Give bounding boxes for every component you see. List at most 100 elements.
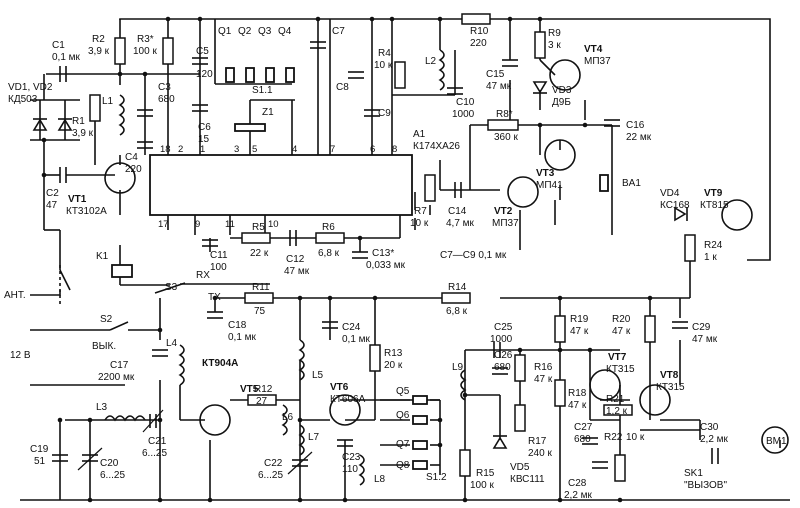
- label-vt9-ref: VT9: [704, 188, 723, 199]
- label-c18-val: 0,1 мк: [228, 332, 257, 343]
- label-r13-ref: R13: [384, 348, 403, 359]
- label-r14-val: 6,8 к: [446, 306, 468, 317]
- label-c28-ref: C28: [568, 478, 587, 489]
- label-r17-val: 240 к: [528, 448, 552, 459]
- ic-pin-1: 1: [200, 144, 205, 155]
- label-ba1: BA1: [622, 178, 641, 189]
- diode-vd4: [674, 206, 687, 222]
- label-c24-ref: C24: [342, 322, 361, 333]
- label-r16-val: 47 к: [534, 374, 553, 385]
- label-c11-val: 100: [210, 262, 227, 273]
- resistor-r3: [162, 37, 174, 65]
- label-c13-val: 0,033 мк: [366, 260, 406, 271]
- label-r11-val: 75: [254, 306, 266, 317]
- label-vd1-val: КД503: [8, 94, 38, 105]
- ic-pin-7: 7: [330, 144, 335, 155]
- label-vd3-val: Д9Б: [552, 97, 571, 108]
- relay-k1: [111, 264, 133, 278]
- switch-s2: [109, 321, 129, 331]
- label-r1-val: 3,9 к: [72, 128, 94, 139]
- label-r6-val: 6,8 к: [318, 248, 340, 259]
- wires-transmitter: [20, 245, 790, 501]
- label-c20-val: 6...25: [100, 470, 125, 481]
- crystal-q1: [225, 67, 235, 83]
- label-r15-val: 100 к: [470, 480, 494, 491]
- label-vt6-val: КТ606А: [330, 394, 366, 405]
- inductor-l9: [460, 369, 467, 401]
- ic-pin-2: 2: [178, 144, 183, 155]
- label-l4: L4: [166, 338, 178, 349]
- label-c7: C7: [332, 26, 345, 37]
- label-c23-ref: C23: [342, 452, 361, 463]
- inductor-l8: [358, 454, 365, 486]
- label-c4-val: 220: [125, 164, 142, 175]
- switch-s3: [154, 282, 186, 294]
- inductor-l3: [104, 415, 146, 422]
- label-vd4-val: КС168: [660, 200, 690, 211]
- label-r20-val: 47 к: [612, 326, 631, 337]
- microphone-bm1: [761, 426, 789, 454]
- inductors: [104, 49, 467, 486]
- label-c10-val: 1000: [452, 109, 475, 120]
- resistor-r19: [554, 315, 566, 343]
- label-vd4-ref: VD4: [660, 188, 680, 199]
- label-r2-val: 3,9 к: [88, 46, 110, 57]
- diode-vd2: [57, 118, 73, 131]
- label-vt8-val: КТ315: [656, 382, 685, 393]
- filter-z1: [234, 123, 266, 132]
- label-r13-val: 20 к: [384, 360, 403, 371]
- resistor-r14: [441, 292, 471, 304]
- label-r3-ref: R3*: [137, 34, 154, 45]
- label-r14-ref: R14: [448, 282, 467, 293]
- label-r15-ref: R15: [476, 468, 495, 479]
- label-r10-val: 220: [470, 38, 487, 49]
- transistor-vt4: [549, 59, 581, 91]
- label-c6-val: 15: [198, 134, 210, 145]
- label-c29-val: 47 мк: [692, 334, 718, 345]
- label-r8-ref: R8*: [496, 109, 513, 120]
- resistor-r6: [315, 232, 345, 244]
- label-vt2-val: МП37: [492, 218, 519, 229]
- label-vd5-val: КВС111: [510, 474, 545, 485]
- label-r12-ref: R12: [254, 384, 273, 395]
- transistor-vt9: [721, 199, 753, 231]
- label-c16-val: 22 мк: [626, 132, 652, 143]
- label-c14-val: 4,7 мк: [446, 218, 475, 229]
- crystal-q2: [245, 67, 255, 83]
- label-c15-ref: C15: [486, 69, 505, 80]
- label-c7-c9: C7—C9 0,1 мк: [440, 250, 507, 261]
- relay-contact: [59, 269, 71, 291]
- label-q6: Q6: [396, 410, 410, 421]
- label-c6-ref: C6: [198, 122, 211, 133]
- resistor-r5: [241, 232, 271, 244]
- ic-pin-9: 9: [195, 219, 200, 230]
- label-vt3-ref: VT3: [536, 168, 555, 179]
- label-l8: L8: [374, 474, 386, 485]
- label-c24-val: 0,1 мк: [342, 334, 371, 345]
- label-c13-ref: C13*: [372, 248, 394, 259]
- crystal-q8: [412, 460, 428, 470]
- junctions: [41, 16, 653, 503]
- label-vt7-ref: VT7: [608, 352, 627, 363]
- label-c26-ref: C26: [494, 350, 513, 361]
- label-q1: Q1: [218, 26, 232, 37]
- resistors: [89, 13, 696, 482]
- label-c12-val: 47 мк: [284, 266, 310, 277]
- label-c14-ref: C14: [448, 206, 467, 217]
- label-vt1-ref: VT1: [68, 194, 87, 205]
- label-c19-ref: C19: [30, 444, 49, 455]
- resistor-r13: [369, 344, 381, 372]
- label-vyk: ВЫК.: [92, 341, 116, 352]
- resistor-r4: [394, 61, 406, 89]
- label-q2: Q2: [238, 26, 252, 37]
- label-r6-ref: R6: [322, 222, 335, 233]
- label-vt6-ref: VT6: [330, 382, 349, 393]
- relay-switches: [30, 174, 789, 454]
- chip-part-label: К174ХА26: [413, 141, 460, 152]
- label-l3: L3: [96, 402, 108, 413]
- inductor-l1: [118, 94, 125, 136]
- label-q5: Q5: [396, 386, 410, 397]
- label-c1-ref: C1: [52, 40, 65, 51]
